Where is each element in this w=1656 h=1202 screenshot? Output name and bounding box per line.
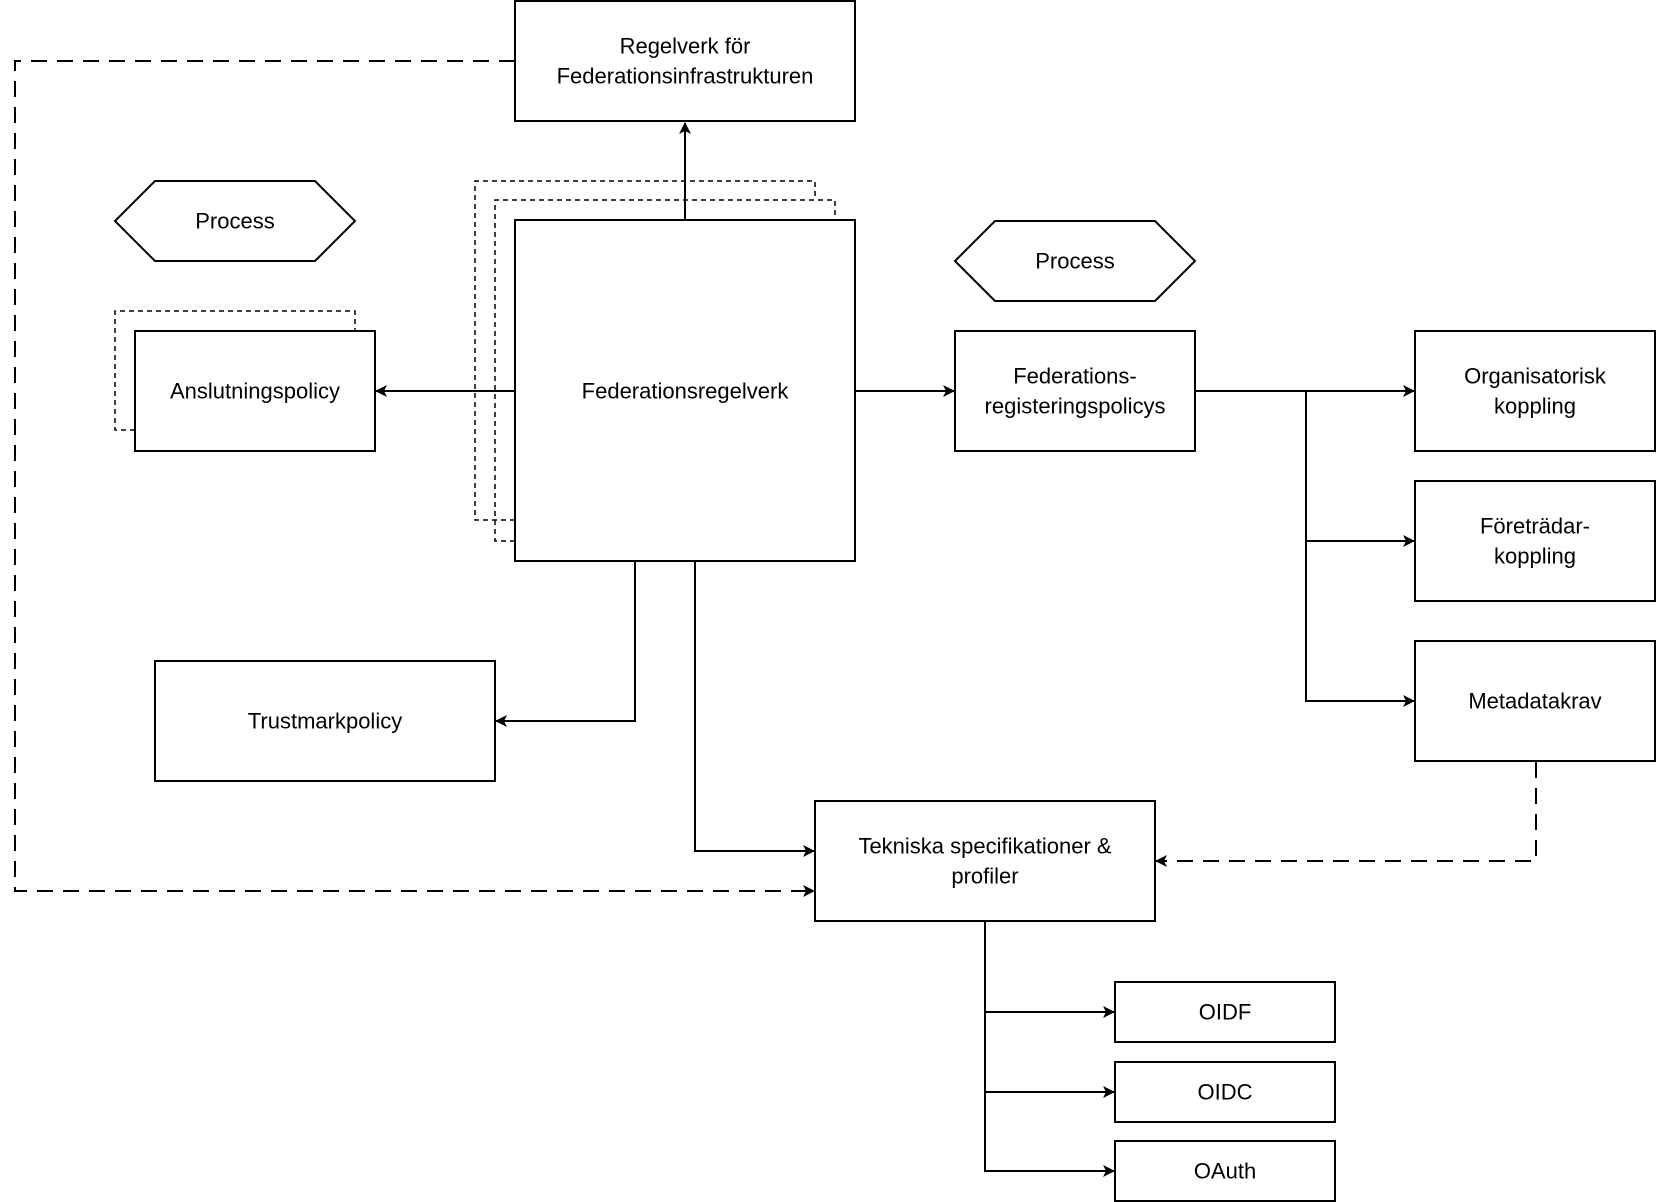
foretradar-label-line2: koppling (1494, 544, 1576, 569)
federationsregistrering-box[interactable] (954, 330, 1196, 452)
edge-tekniska-to-oidf (984, 921, 1115, 1018)
federationsregelverk-label: Federationsregelverk (582, 379, 790, 404)
regelverk-label-line2: Federationsinfrastrukturen (557, 64, 814, 89)
metadatakrav-box[interactable] (1414, 640, 1656, 762)
federationsregelverk-box[interactable] (514, 219, 856, 562)
foretradar-label-line1: Företrädar- (1480, 514, 1590, 539)
edge-federationsregelverk-to-tekniska (694, 561, 815, 857)
edge-federationsregistrering-to-foretradar (1305, 391, 1415, 547)
federationsregistrering-label-line2: registeringspolicys (985, 394, 1166, 419)
federationsregelverk-stack-shadow-2 (494, 199, 836, 542)
trustmarkpolicy-label: Trustmarkpolicy (248, 709, 402, 734)
metadatakrav-label: Metadatakrav (1468, 689, 1601, 714)
process-right-hexagon[interactable] (953, 220, 1197, 302)
regelverk-box[interactable] (514, 0, 856, 122)
anslutningspolicy-label: Anslutningspolicy (170, 379, 340, 404)
regelverk-label-line1: Regelverk för (620, 34, 751, 59)
oauth-label: OAuth (1194, 1159, 1256, 1184)
dashed-connectors (14, 60, 1537, 897)
connectors (375, 122, 1415, 1177)
organisatorisk-label-line2: koppling (1494, 394, 1576, 419)
oidf-box[interactable] (1114, 981, 1336, 1043)
edge-federationsregistrering-to-metadatakrav (1305, 541, 1415, 707)
federationsregistrering-label-line1: Federations- (1013, 364, 1137, 389)
foretradar-box[interactable] (1414, 480, 1656, 602)
anslutningspolicy-stack-shadow (114, 310, 356, 431)
process-left-hexagon[interactable] (113, 180, 357, 262)
oidc-box[interactable] (1114, 1061, 1336, 1123)
process-left-label: Process (195, 209, 274, 234)
oidc-label: OIDC (1198, 1080, 1253, 1105)
tekniska-box[interactable] (814, 800, 1156, 922)
oauth-box[interactable] (1114, 1140, 1336, 1202)
edge-federationsregelverk-to-trustmarkpolicy (495, 561, 636, 727)
oidf-label: OIDF (1199, 1000, 1252, 1025)
trustmarkpolicy-box[interactable] (154, 660, 496, 782)
edge-tekniska-to-oidc (984, 1012, 1115, 1098)
labels: Regelverk för Federationsinfrastrukturen… (170, 34, 1607, 1184)
organisatorisk-box[interactable] (1414, 330, 1656, 452)
organisatorisk-label-line1: Organisatorisk (1464, 364, 1607, 389)
nodes (113, 0, 1656, 1202)
tekniska-label-line1: Tekniska specifikationer & (858, 834, 1111, 859)
process-right-label: Process (1035, 249, 1114, 274)
anslutningspolicy-box[interactable] (134, 330, 376, 452)
edge-regelverk-to-tekniska-dashed (14, 60, 815, 897)
federationsregelverk-stack-shadow-1 (474, 180, 816, 521)
edge-tekniska-to-oauth (984, 1092, 1115, 1177)
tekniska-label-line2: profiler (951, 864, 1018, 889)
edge-metadatakrav-to-tekniska-dashed (1155, 762, 1537, 867)
